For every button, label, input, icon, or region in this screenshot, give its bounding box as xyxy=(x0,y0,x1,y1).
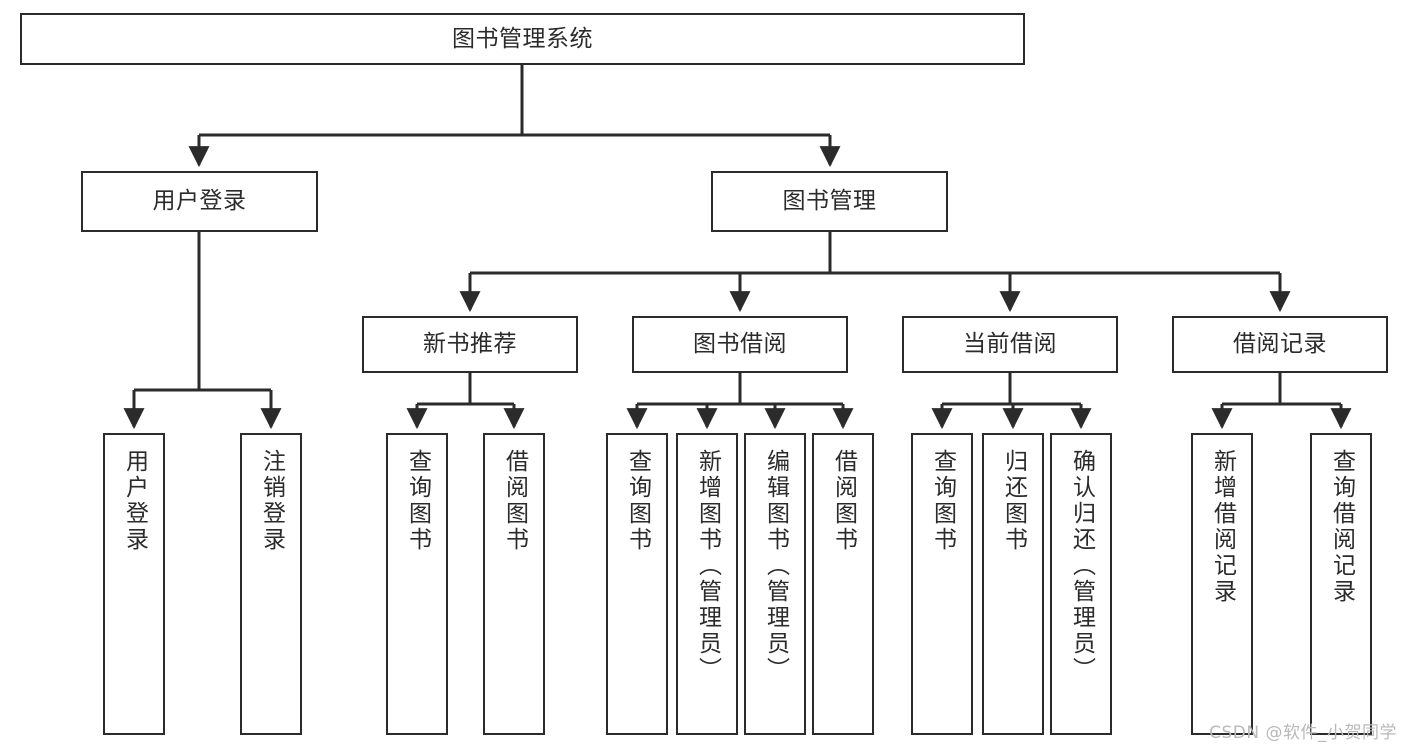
node-leaf-borrow-book-2[interactable]: 借阅图书 xyxy=(812,433,874,735)
node-leaf-user-login[interactable]: 用户登录 xyxy=(103,433,165,735)
node-borrow-record[interactable]: 借阅记录 xyxy=(1172,316,1388,373)
node-leaf-user-login-label: 用户登录 xyxy=(121,449,148,553)
node-leaf-borrow-book-1[interactable]: 借阅图书 xyxy=(483,433,545,735)
node-current-borrow[interactable]: 当前借阅 xyxy=(902,316,1118,373)
node-root[interactable]: 图书管理系统 xyxy=(20,13,1025,65)
node-leaf-borrow-book-1-label: 借阅图书 xyxy=(501,449,528,553)
node-leaf-query-book-2-label: 查询图书 xyxy=(624,449,651,553)
node-leaf-confirm-return-label: 确认归还（管理员） xyxy=(1068,449,1095,683)
node-root-label: 图书管理系统 xyxy=(452,25,593,52)
node-leaf-return-book[interactable]: 归还图书 xyxy=(982,433,1044,735)
node-leaf-add-record-label: 新增借阅记录 xyxy=(1209,449,1236,605)
node-current-borrow-label: 当前借阅 xyxy=(963,331,1057,358)
node-book-management-label: 图书管理 xyxy=(782,188,877,215)
node-leaf-query-book-1[interactable]: 查询图书 xyxy=(386,433,448,735)
node-leaf-query-book-3-label: 查询图书 xyxy=(929,449,956,553)
node-leaf-add-record[interactable]: 新增借阅记录 xyxy=(1191,433,1253,735)
node-leaf-add-book-label: 新增图书（管理员） xyxy=(694,449,721,683)
node-book-borrow[interactable]: 图书借阅 xyxy=(632,316,848,373)
node-leaf-edit-book-label: 编辑图书（管理员） xyxy=(762,449,789,683)
node-leaf-logout-login[interactable]: 注销登录 xyxy=(240,433,302,735)
node-leaf-query-record[interactable]: 查询借阅记录 xyxy=(1310,433,1372,735)
node-leaf-query-book-2[interactable]: 查询图书 xyxy=(606,433,668,735)
node-leaf-query-book-3[interactable]: 查询图书 xyxy=(911,433,973,735)
node-user-login[interactable]: 用户登录 xyxy=(81,171,318,232)
node-leaf-query-record-label: 查询借阅记录 xyxy=(1328,449,1355,605)
node-user-login-label: 用户登录 xyxy=(152,188,247,215)
node-leaf-edit-book[interactable]: 编辑图书（管理员） xyxy=(744,433,806,735)
node-borrow-record-label: 借阅记录 xyxy=(1233,331,1327,358)
node-leaf-return-book-label: 归还图书 xyxy=(1000,449,1027,553)
node-leaf-query-book-1-label: 查询图书 xyxy=(404,449,431,553)
node-leaf-logout-login-label: 注销登录 xyxy=(258,449,285,553)
node-leaf-confirm-return[interactable]: 确认归还（管理员） xyxy=(1050,433,1112,735)
node-book-management[interactable]: 图书管理 xyxy=(711,171,948,232)
node-new-book-recommend[interactable]: 新书推荐 xyxy=(362,316,578,373)
node-new-book-recommend-label: 新书推荐 xyxy=(423,331,517,358)
watermark-text: CSDN @软件_小贺同学 xyxy=(1209,723,1397,743)
node-leaf-add-book[interactable]: 新增图书（管理员） xyxy=(676,433,738,735)
node-leaf-borrow-book-2-label: 借阅图书 xyxy=(830,449,857,553)
node-book-borrow-label: 图书借阅 xyxy=(693,331,787,358)
